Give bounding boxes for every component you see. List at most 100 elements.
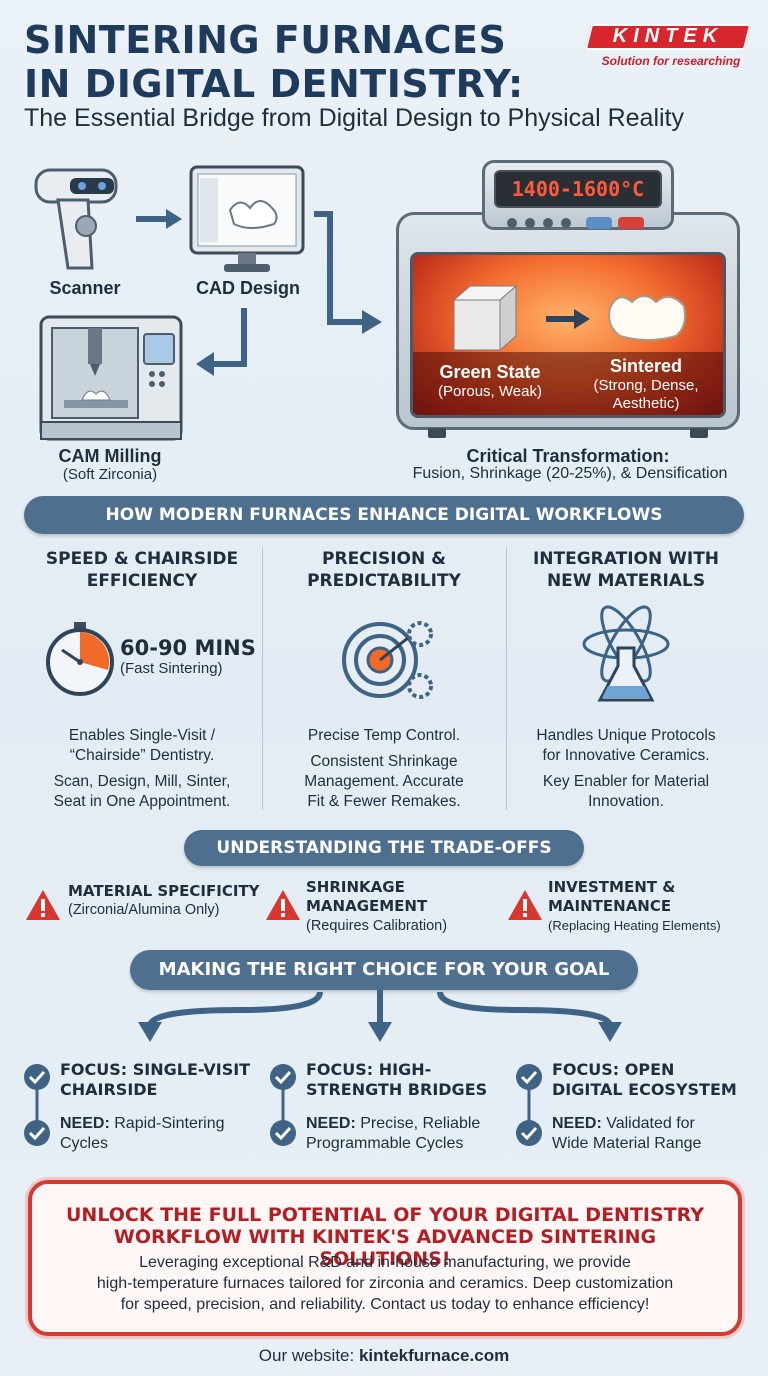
page-title: SINTERING FURNACES IN DIGITAL DENTISTRY: [24,18,584,106]
precision-heading-line: PREDICTABILITY [307,571,461,591]
need-text: Rapid-Sintering [114,1115,225,1132]
need-text: Precise, Reliable [360,1115,481,1132]
green-state-label: Green State [439,362,541,382]
integration-text-line: Innovation. [588,793,664,810]
logo-tagline: Solution for researching [601,54,741,68]
choice-focus-3: FOCUS: OPEN DIGITAL ECOSYSTEM [552,1060,737,1100]
integration-heading-line: NEW MATERIALS [546,571,706,591]
section-banner-choice: MAKING THE RIGHT CHOICE FOR YOUR GOAL [130,950,638,990]
title-line-1: SINTERING FURNACES [24,18,507,62]
cta-heading: UNLOCK THE FULL POTENTIAL OF YOUR DIGITA… [48,1204,722,1270]
choice-need-1: NEED: Rapid-Sintering Cycles [60,1114,225,1154]
tradeoff-heading-line: INVESTMENT & [548,878,676,896]
scanner-icon [34,168,118,270]
speed-text-line: Seat in One Appointment. [53,793,231,810]
speed-stat: 60-90 MINS [120,636,256,660]
speed-text-line: “Chairside” Dentistry. [69,747,215,764]
footer: Our website: kintekfurnace.com [0,1346,768,1366]
tradeoff-text-3: (Replacing Heating Elements) [548,918,721,933]
crown-icon [608,295,686,341]
need-label: NEED: [306,1115,356,1132]
choice-focus-line: DIGITAL ECOSYSTEM [552,1080,737,1099]
integration-heading: INTEGRATION WITH NEW MATERIALS [510,548,742,592]
choice-focus-line: STRENGTH BRIDGES [306,1080,488,1099]
temperature-display: 1400-1600°C [494,170,662,208]
section-banner-enhance: HOW MODERN FURNACES ENHANCE DIGITAL WORK… [24,496,744,534]
integration-text-line: Handles Unique Protocols [536,727,716,744]
tradeoff-heading-line: SHRINKAGE [306,878,405,896]
furnace-foot [428,428,446,438]
warning-icon [266,890,300,920]
checklist-icon [270,1064,296,1146]
arrow-down-left-icon [196,308,247,376]
integration-text-line: for Innovative Ceramics. [542,747,710,764]
checklist-icon [24,1064,50,1146]
green-state-sublabel: (Porous, Weak) [438,383,542,400]
integration-text: Handles Unique Protocols for Innovative … [510,726,742,812]
furnace-foot [690,428,708,438]
sintered-label: Sintered [609,356,683,376]
atom-flask-icon [582,605,670,702]
need-text: Cycles [60,1135,109,1152]
zirconia-block-icon [452,284,518,352]
integration-text-line: Key Enabler for Material [542,773,710,790]
tradeoff-heading-1: MATERIAL SPECIFICITY [68,882,260,900]
transformation-title: Critical Transformation: [466,446,670,466]
cad-monitor-icon [189,165,305,272]
furnace-buttons-icon [507,217,644,229]
stopwatch-icon [46,622,114,696]
target-gears-icon [342,621,433,699]
logo: KINTEK [612,25,724,47]
speed-heading-line: SPEED & CHAIRSIDE [45,549,239,569]
need-text: Validated for [606,1115,695,1132]
precision-text-line: Precise Temp Control. [307,727,461,744]
sintered-sublabel-2: Aesthetic) [612,395,680,412]
speed-text-line: Enables Single-Visit / [68,727,216,744]
checklist-icon [516,1064,542,1146]
precision-text-line: Management. Accurate [304,773,464,790]
need-text: Programmable Cycles [306,1135,464,1152]
cta-text-line: high-temperature furnaces tailored for z… [96,1275,674,1292]
cta-text-line: Leveraging exceptional R&D and in-house … [139,1254,631,1271]
milling-machine-icon [39,315,183,441]
tradeoff-text-1: (Zirconia/Alumina Only) [68,902,220,918]
precision-text-line: Consistent Shrinkage [310,753,458,770]
cta-heading-line: WORKFLOW WITH KINTEK'S ADVANCED SINTERIN… [113,1226,657,1270]
transformation-text: Fusion, Shrinkage (20-25%), & Densificat… [412,465,728,482]
choice-focus-line: FOCUS: SINGLE-VISIT [60,1060,251,1079]
speed-text: Enables Single-Visit / “Chairside” Denti… [22,726,262,812]
cta-box [28,1180,742,1336]
cam-label: CAM Milling [58,446,162,466]
speed-stat-sub: (Fast Sintering) [120,660,223,677]
choice-arrows-icon [138,990,622,1042]
website-link[interactable]: kintekfurnace.com [358,1346,510,1365]
choice-focus-line: FOCUS: OPEN [552,1060,675,1079]
cad-label: CAD Design [195,278,300,298]
sintered-sublabel-1: (Strong, Dense, [593,377,699,394]
need-label: NEED: [552,1115,602,1132]
cta-text-line: for speed, precision, and reliability. C… [120,1296,650,1313]
cta-text: Leveraging exceptional R&D and in-house … [48,1252,722,1315]
tradeoff-heading-line: MANAGEMENT [306,897,428,915]
title-line-2: IN DIGITAL DENTISTRY: [24,62,524,106]
integration-heading-line: INTEGRATION WITH [532,549,720,569]
warning-icon [26,890,60,920]
speed-heading-line: EFFICIENCY [86,571,198,591]
choice-focus-line: CHAIRSIDE [60,1080,158,1099]
footer-label: Our website: [258,1346,355,1365]
arrow-to-furnace-icon [314,211,382,334]
tradeoff-text-2: (Requires Calibration) [306,918,448,934]
cta-heading-line: UNLOCK THE FULL POTENTIAL OF YOUR DIGITA… [65,1204,704,1226]
speed-text-line: Scan, Design, Mill, Sinter, [53,773,231,790]
speed-heading: SPEED & CHAIRSIDE EFFICIENCY [22,548,262,592]
warning-icon [508,890,542,920]
page-subtitle: The Essential Bridge from Digital Design… [24,104,684,132]
choice-need-3: NEED: Validated for Wide Material Range [552,1114,701,1154]
precision-text: Precise Temp Control. Consistent Shrinka… [266,726,502,812]
tradeoff-heading-line: MAINTENANCE [548,897,672,915]
choice-need-2: NEED: Precise, Reliable Programmable Cyc… [306,1114,480,1154]
precision-heading: PRECISION & PREDICTABILITY [266,548,502,592]
choice-focus-1: FOCUS: SINGLE-VISIT CHAIRSIDE [60,1060,250,1100]
column-divider [506,548,507,810]
arrow-right-icon [546,309,590,329]
